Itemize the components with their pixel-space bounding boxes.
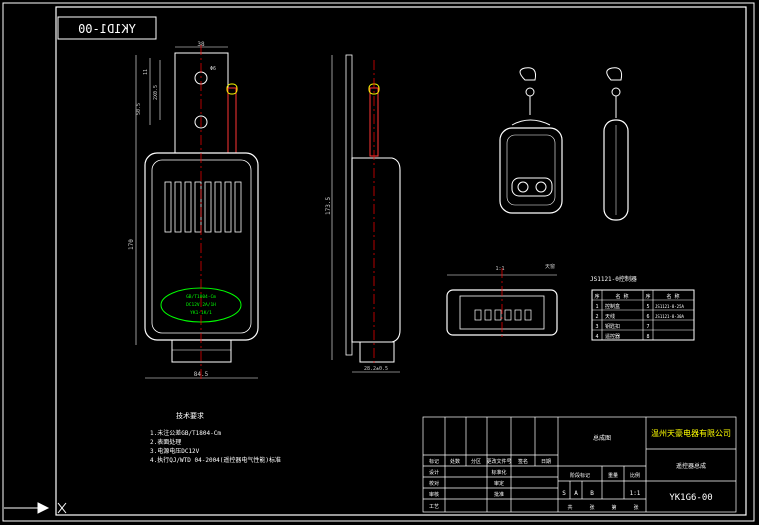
top-label-right: 天窗 <box>545 263 555 270</box>
side-dim-height: 173.5 <box>325 197 332 215</box>
dim-height: 170 <box>128 239 135 250</box>
row-process: 工艺 <box>429 504 439 510</box>
pictorial-remote-front <box>499 67 563 214</box>
ucs-arrow-icon <box>4 502 67 514</box>
assembly-label: 总成图 <box>593 434 611 442</box>
dim-side-c: 50.5 <box>136 103 142 115</box>
pt-h1: 名 称 <box>615 293 628 300</box>
product-name: 遥控器总成 <box>676 462 706 470</box>
sheet-total: 共 <box>567 504 572 511</box>
company-name: 温州天豪电器有限公司 <box>651 428 731 438</box>
col-zone: 分区 <box>471 458 481 465</box>
row-design: 设计 <box>429 469 439 476</box>
mid-approve: 审定 <box>494 480 504 487</box>
pt-r2c2: 7 <box>646 324 649 330</box>
note-3: 3.电源电压DC12V <box>150 447 200 455</box>
col-date: 日期 <box>541 459 551 465</box>
notes-title: 技术要求 <box>176 411 204 420</box>
note-1: 1.未注公差GB/T1804-Cm <box>150 429 221 437</box>
title-block <box>422 416 737 513</box>
pt-r1c3: JS1121-8-30A <box>655 314 684 319</box>
mid-ratify: 批准 <box>494 491 504 498</box>
top-view: 1:1 天窗 <box>446 263 558 340</box>
pt-r0c0: 1 <box>595 304 598 310</box>
pictorial-remote-side <box>603 67 629 221</box>
parts-table-title: JS1121-0控制器 <box>590 275 637 283</box>
col-sign: 签名 <box>518 458 528 465</box>
col-change: 更改文件号 <box>486 458 511 465</box>
pt-h0: 序 <box>594 293 599 300</box>
sheet-no: 第 <box>611 504 616 511</box>
stage-s: S <box>562 490 566 497</box>
pt-h2: 序 <box>645 293 650 300</box>
pt-r1c0: 2 <box>595 314 598 320</box>
drawing-code: YK1G6-00 <box>669 493 712 503</box>
pt-r3c0: 4 <box>595 334 598 340</box>
hole-label: Φ6 <box>210 66 216 72</box>
pt-r1c2: 6 <box>646 314 649 320</box>
title-block-text: 总成图 温州天豪电器有限公司 遥控器总成 YK1G6-00 1:1 S A B … <box>429 428 731 511</box>
scale-value: 1:1 <box>630 490 641 497</box>
mirrored-code-box: YK1D1-00 <box>57 16 157 40</box>
top-label-left: 1:1 <box>495 266 504 272</box>
pt-r3c1: 遥控器 <box>605 333 620 340</box>
row-review: 审核 <box>429 491 439 498</box>
pt-h3: 名 称 <box>666 293 679 300</box>
pt-r3c2: 8 <box>646 334 649 340</box>
label-line3: YK1-1K/1 <box>190 310 212 316</box>
pt-r2c0: 3 <box>595 324 598 330</box>
scale-label: 比例 <box>630 472 640 479</box>
col-count: 处数 <box>450 458 460 465</box>
col-mark: 标记 <box>429 458 439 465</box>
dim-side-b: 2X0.5 <box>153 85 159 100</box>
side-view: 173.5 28.2±0.5 <box>325 54 401 373</box>
note-2: 2.表面处理 <box>150 438 181 446</box>
pt-r1c1: 天线 <box>605 313 615 320</box>
mirrored-code: YK1D1-00 <box>78 22 136 36</box>
pt-r0c3: JS1121-8-25A <box>655 304 684 309</box>
dim-top: 38 <box>197 41 205 48</box>
sheet-no-unit: 张 <box>633 504 638 511</box>
pt-r0c1: 控制盒 <box>605 303 620 310</box>
pt-r2c1: 钥匙扣 <box>605 323 620 330</box>
stage-b: B <box>590 490 594 497</box>
pt-r0c2: 5 <box>646 304 649 310</box>
front-view: 38 11 2X0.5 50.5 170 84.5 Φ6 <box>128 41 259 380</box>
parts-table: JS1121-0控制器 序 名 称 序 名 称 1 控制盒 5 JS1121-8… <box>590 275 695 341</box>
stage-marker-label: 阶段标记 <box>570 472 590 479</box>
mid-standard: 标准化 <box>491 469 506 476</box>
dim-side-a: 11 <box>143 69 149 75</box>
sheet-total-unit: 张 <box>589 504 594 511</box>
stage-a: A <box>574 490 578 497</box>
note-4: 4.执行QJ/WTD 04-2004(遥控器电气性能)标准 <box>150 456 281 464</box>
row-check: 校对 <box>429 480 439 487</box>
side-dim-bottom: 28.2±0.5 <box>364 366 388 372</box>
weight-label: 重量 <box>608 472 618 479</box>
technical-notes: 技术要求 1.未注公差GB/T1804-Cm 2.表面处理 3.电源电压DC12… <box>150 411 281 464</box>
inner-frame <box>55 6 747 516</box>
